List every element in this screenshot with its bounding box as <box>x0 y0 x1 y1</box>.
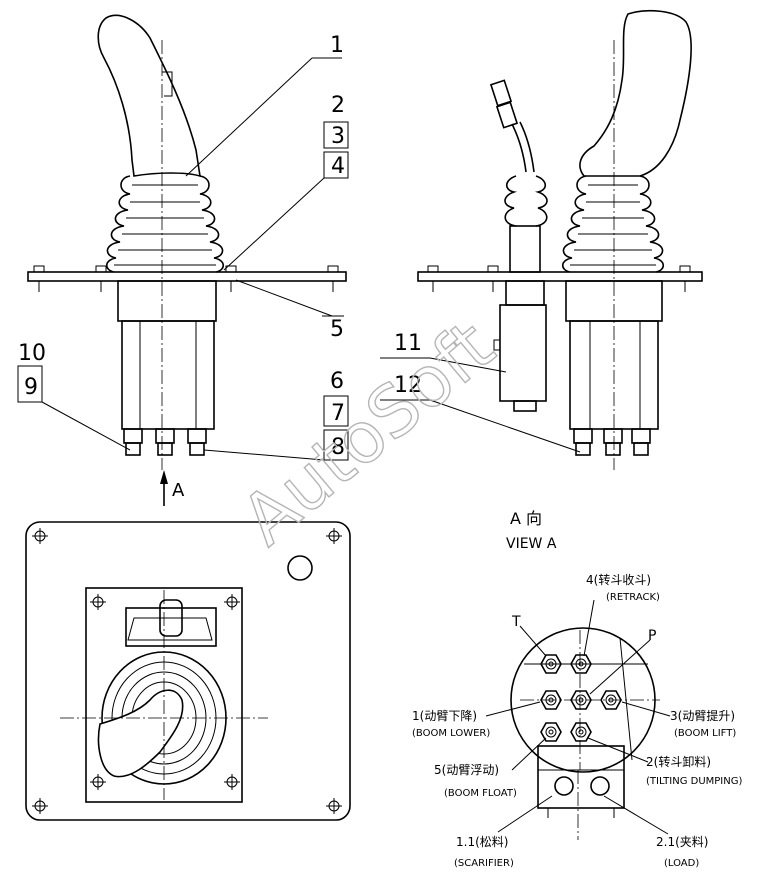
port-1-1-label-en: (SCARIFIER) <box>454 858 514 869</box>
callout-6: 6 <box>330 369 344 394</box>
port-4-label-en: (RETRACK) <box>606 592 660 603</box>
arrow-a-label: A <box>172 480 185 501</box>
side-bellows <box>561 175 665 273</box>
callout-5: 5 <box>330 317 344 342</box>
callout-8: 8 <box>331 435 345 460</box>
front-bellows <box>105 175 225 273</box>
front-mounting-plate <box>27 271 347 282</box>
port-t-label: T <box>511 614 521 630</box>
view-a-subtitle: VIEW A <box>506 536 557 552</box>
port-t-fitting <box>540 654 562 674</box>
view-a-title: A 向 <box>510 509 542 528</box>
top-inner-plate <box>85 587 243 803</box>
view-a-base-block <box>537 745 625 809</box>
callout-11: 11 <box>394 331 422 356</box>
front-valve-flange <box>117 280 217 322</box>
port-3-fitting <box>600 690 622 710</box>
callout-3: 3 <box>331 124 345 149</box>
view-a-leaders <box>485 599 671 835</box>
side-callouts: 11 12 <box>380 331 581 453</box>
port-1-label: 1(动臂下降) <box>412 709 477 723</box>
top-base-plate <box>25 521 351 821</box>
callout-12: 12 <box>394 373 422 398</box>
front-view: A <box>27 14 347 506</box>
callout-7: 7 <box>331 401 345 426</box>
watermark: AutoSoft <box>226 305 509 561</box>
top-view <box>25 521 351 821</box>
front-valve-body <box>121 320 215 430</box>
callout-4: 4 <box>331 154 345 179</box>
top-corner-holes <box>32 528 342 814</box>
side-view <box>417 9 703 470</box>
front-callouts: 1 2 3 4 5 10 9 6 7 8 <box>17 33 349 461</box>
side-mounting-plate <box>417 271 703 282</box>
side-fittings <box>573 428 651 456</box>
side-handle <box>579 9 692 177</box>
view-a-ports <box>540 654 622 742</box>
top-handle <box>97 689 184 778</box>
side-hose <box>489 79 548 273</box>
port-4-label: 4(转斗收斗) <box>586 572 651 587</box>
port-p-fitting <box>570 690 592 710</box>
callout-2: 2 <box>331 93 345 118</box>
port-4-fitting <box>570 654 592 674</box>
port-1-fitting <box>540 690 562 710</box>
callout-1: 1 <box>330 33 344 58</box>
port-5-label-en: (BOOM FLOAT) <box>444 788 517 799</box>
front-fittings <box>123 428 207 456</box>
port-3-label: 3(动臂提升) <box>670 708 735 723</box>
top-indicator-hole <box>287 555 313 581</box>
port-2-fitting <box>570 722 592 742</box>
port-2-1-label: 2.1(夹料) <box>656 835 708 849</box>
view-a: A 向 VIEW A <box>412 509 742 869</box>
side-switch-housing <box>499 304 547 402</box>
port-3-label-en: (BOOM LIFT) <box>674 728 736 739</box>
callout-10: 10 <box>18 341 46 366</box>
top-trigger <box>125 607 217 647</box>
port-2-1-label-en: (LOAD) <box>664 858 699 869</box>
callout-9: 9 <box>24 375 38 400</box>
port-p-label: P <box>648 628 656 644</box>
port-5-fitting <box>540 722 562 742</box>
port-2-label-en: (TILTING DUMPING) <box>646 776 742 787</box>
view-a-arrow <box>160 470 168 506</box>
port-2-label: 2(转斗卸料) <box>646 754 711 769</box>
port-5-label: 5(动臂浮动) <box>434 763 499 777</box>
port-1-label-en: (BOOM LOWER) <box>412 728 490 739</box>
front-handle <box>97 14 201 178</box>
port-1-1-label: 1.1(松料) <box>456 835 508 849</box>
